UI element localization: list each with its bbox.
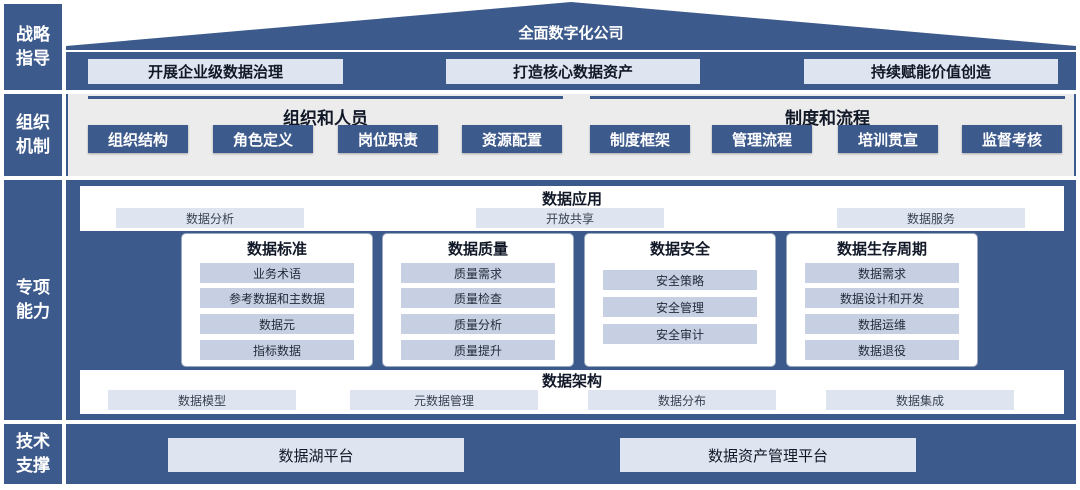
- section-label-org: 组织机制: [4, 94, 62, 176]
- card-item: 参考数据和主数据: [200, 288, 354, 308]
- application-item: 开放共享: [476, 208, 664, 228]
- strategy-title: 全面数字化公司: [518, 24, 624, 42]
- strategy-roof: [66, 2, 1076, 50]
- card-title: 数据质量: [447, 240, 508, 258]
- application-item: 数据分析: [116, 208, 304, 228]
- org-item: 培训贯宣: [838, 125, 938, 153]
- card-title: 数据安全: [649, 240, 710, 258]
- section-label-capability: 专项能力: [4, 180, 62, 420]
- org-item: 监督考核: [962, 125, 1062, 153]
- architecture-item: 数据模型: [108, 390, 296, 410]
- application-title: 数据应用: [541, 190, 602, 208]
- tech-item: 数据湖平台: [168, 438, 464, 472]
- org-item: 角色定义: [213, 125, 313, 153]
- card-title: 数据生存周期: [836, 240, 927, 258]
- card-title: 数据标准: [246, 240, 307, 258]
- card-item: 指标数据: [200, 340, 354, 360]
- tech-item: 数据资产管理平台: [620, 438, 916, 472]
- org-item: 管理流程: [712, 125, 812, 153]
- card-item: 安全策略: [603, 270, 757, 290]
- card-item: 安全审计: [603, 324, 757, 344]
- architecture-item: 元数据管理: [350, 390, 538, 410]
- card-item: 业务术语: [200, 263, 354, 283]
- card-item: 质量提升: [401, 340, 555, 360]
- org-left-title: 组织和人员: [283, 109, 368, 129]
- strategy-item: 持续赋能价值创造: [804, 59, 1058, 84]
- card-item: 数据退役: [805, 340, 959, 360]
- card-item: 质量分析: [401, 314, 555, 334]
- architecture-item: 数据分布: [588, 390, 776, 410]
- strategy-item: 打造核心数据资产: [446, 59, 700, 84]
- org-left-line: [88, 96, 563, 99]
- section-label-strategy: 战略指导: [4, 4, 62, 90]
- card-item: 数据需求: [805, 263, 959, 283]
- org-item: 制度框架: [590, 125, 690, 153]
- org-item: 岗位职责: [338, 125, 438, 153]
- application-item: 数据服务: [837, 208, 1025, 228]
- strategy-item: 开展企业级数据治理: [88, 59, 343, 84]
- card-item: 数据运维: [805, 314, 959, 334]
- card-item: 安全管理: [603, 297, 757, 317]
- card-item: 数据设计和开发: [805, 288, 959, 308]
- card-item: 数据元: [200, 314, 354, 334]
- section-label-tech: 技术支撑: [4, 424, 62, 484]
- org-item: 资源配置: [462, 125, 562, 153]
- architecture-item: 数据集成: [826, 390, 1014, 410]
- card-item: 质量检查: [401, 288, 555, 308]
- architecture-title: 数据架构: [541, 372, 602, 390]
- org-right-title: 制度和流程: [785, 109, 870, 129]
- card-item: 质量需求: [401, 263, 555, 283]
- org-right-line: [590, 96, 1065, 99]
- org-item: 组织结构: [88, 125, 188, 153]
